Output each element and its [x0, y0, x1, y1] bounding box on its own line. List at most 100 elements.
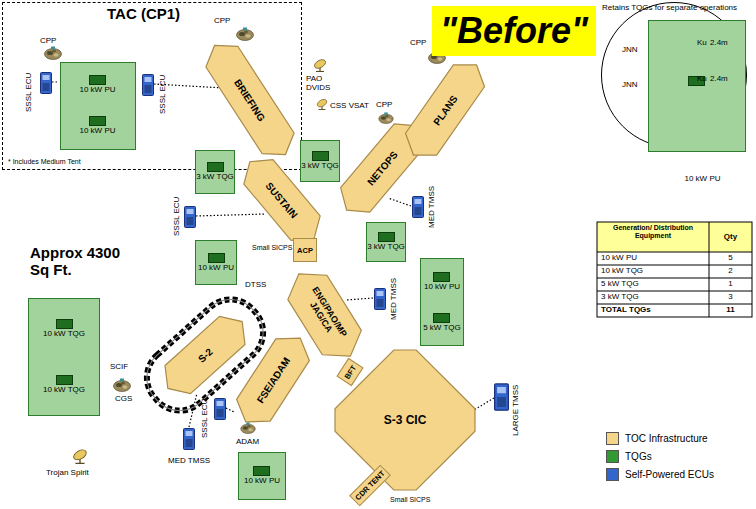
generator-icon [56, 375, 73, 385]
generator-icon [378, 232, 395, 242]
legend-label: Self-Powered ECUs [625, 469, 714, 480]
label: 5 [709, 253, 752, 262]
cdr-tent: CDR TENT [349, 464, 391, 506]
tent-shape [198, 35, 301, 165]
ecu-icon [413, 197, 424, 218]
label: MED TMSS [427, 186, 436, 228]
table-rule [597, 291, 752, 292]
label: JNN [622, 45, 638, 54]
ecu-icon [375, 289, 386, 310]
cpp-icon [237, 28, 254, 41]
cgs-icon [114, 379, 131, 392]
equipment-table [597, 222, 752, 317]
legend-swatch [606, 468, 619, 481]
tqg-box: 10 kW PU [648, 20, 746, 152]
table-rule [597, 252, 752, 253]
duct-line [196, 214, 265, 216]
generator: 10 kW TQG [43, 375, 85, 395]
label: 2.4m [710, 74, 728, 83]
generator: 10 kW PU [244, 466, 280, 486]
label: DTSS [245, 280, 266, 289]
label: Small SICPS [390, 496, 430, 504]
generator-icon [433, 313, 450, 323]
table-border [597, 222, 752, 317]
generator-label: 10 kW PU [79, 86, 115, 95]
generator: 10 kW PU [198, 253, 234, 273]
label: SSSL ECU [24, 73, 33, 112]
legend-label: TOC Infrastructure [625, 433, 708, 444]
generator: 10 kW TQG [43, 319, 85, 339]
toc-tent: S-2 [155, 307, 255, 402]
generator-icon [312, 151, 329, 161]
generator-label: 10 kW PU [244, 477, 280, 486]
generator-icon [433, 272, 450, 282]
generator-label: 3 kW TQG [301, 162, 339, 171]
label: * Includes Medium Tent [8, 158, 81, 166]
satellite-dish [313, 58, 327, 72]
table-header-fill [597, 222, 752, 252]
legend-entry: Self-Powered ECUs [606, 468, 714, 481]
label: 5 kW TQG [601, 279, 639, 288]
tent-shape [155, 307, 255, 402]
label: MED TMSS [389, 278, 398, 320]
tqg-box: 3 kW TQG [195, 150, 235, 194]
toc-tent: PLANS [398, 54, 492, 166]
tqg-box: 3 kW TQG [300, 140, 340, 182]
table-rule [597, 304, 752, 305]
generator-icon [253, 466, 270, 476]
label: 3 [709, 292, 752, 301]
label: CPP [376, 100, 392, 109]
legend-swatch [606, 450, 619, 463]
label: Approx 4300 Sq Ft. [30, 244, 142, 279]
ecu-icon [185, 207, 196, 228]
generator-label: 10 kW PU [685, 175, 756, 184]
title-banner: "Before" [432, 6, 596, 56]
table-rule [597, 278, 752, 279]
label: ADAM [236, 437, 259, 446]
legend-entry: TQGs [606, 450, 652, 463]
label: 2 [709, 266, 752, 275]
tqg-box: 10 kW PU 10 kW PU [60, 62, 136, 150]
generator: 5 kW TQG [423, 313, 461, 333]
label: CSS VSAT [330, 101, 369, 110]
duct-line [474, 398, 494, 410]
cpp-icon [45, 47, 62, 60]
table-rule [597, 265, 752, 266]
generator-label: 3 kW TQG [367, 243, 405, 252]
generator-icon [207, 162, 224, 172]
tac-region: 10 kW PU 10 kW PU BRIEFING TAC (CP1) [2, 2, 302, 170]
generator-label: 10 kW TQG [43, 386, 85, 395]
node-label: TAC (CP1) [107, 5, 180, 22]
legend-swatch [606, 432, 619, 445]
label: 10 kW PU [601, 253, 637, 262]
label: PAO DVIDS [306, 74, 338, 92]
acp-box: ACP [293, 238, 317, 262]
generator-label: 10 kW PU [198, 264, 234, 273]
duct-line [52, 81, 59, 82]
label: CPP [214, 16, 230, 25]
label: 10 kW TQG [601, 266, 643, 275]
label: 1 [709, 279, 752, 288]
tent-shape [335, 350, 475, 490]
generator-label: 3 kW TQG [196, 173, 234, 182]
label: Ku [697, 38, 707, 47]
label: SCIF [110, 362, 128, 371]
bft-box: BFT [336, 358, 363, 386]
generator: 10 kW PU [424, 272, 460, 292]
generator-label: 10 kW PU [79, 127, 115, 136]
adam-icon [241, 422, 256, 433]
label: Generation/ Distribution Equipment [598, 224, 708, 240]
tqg-box: 10 kW PU 5 kW TQG [420, 258, 464, 346]
generator: 3 kW TQG [196, 162, 234, 182]
label: 2.4m [710, 38, 728, 47]
toc-tent: BRIEFING [198, 35, 301, 165]
tent-shape [398, 54, 492, 166]
node-label: S-3 CIC [384, 413, 427, 427]
generator: 3 kW TQG [367, 232, 405, 252]
node-label: BFT [342, 363, 357, 380]
label: 11 [709, 305, 752, 314]
label: SSSL ECU [158, 75, 167, 114]
label: LARGE TMSS [511, 385, 520, 436]
label: Trojan Spirit [46, 468, 89, 477]
generator: 10 kW PU [79, 116, 115, 136]
